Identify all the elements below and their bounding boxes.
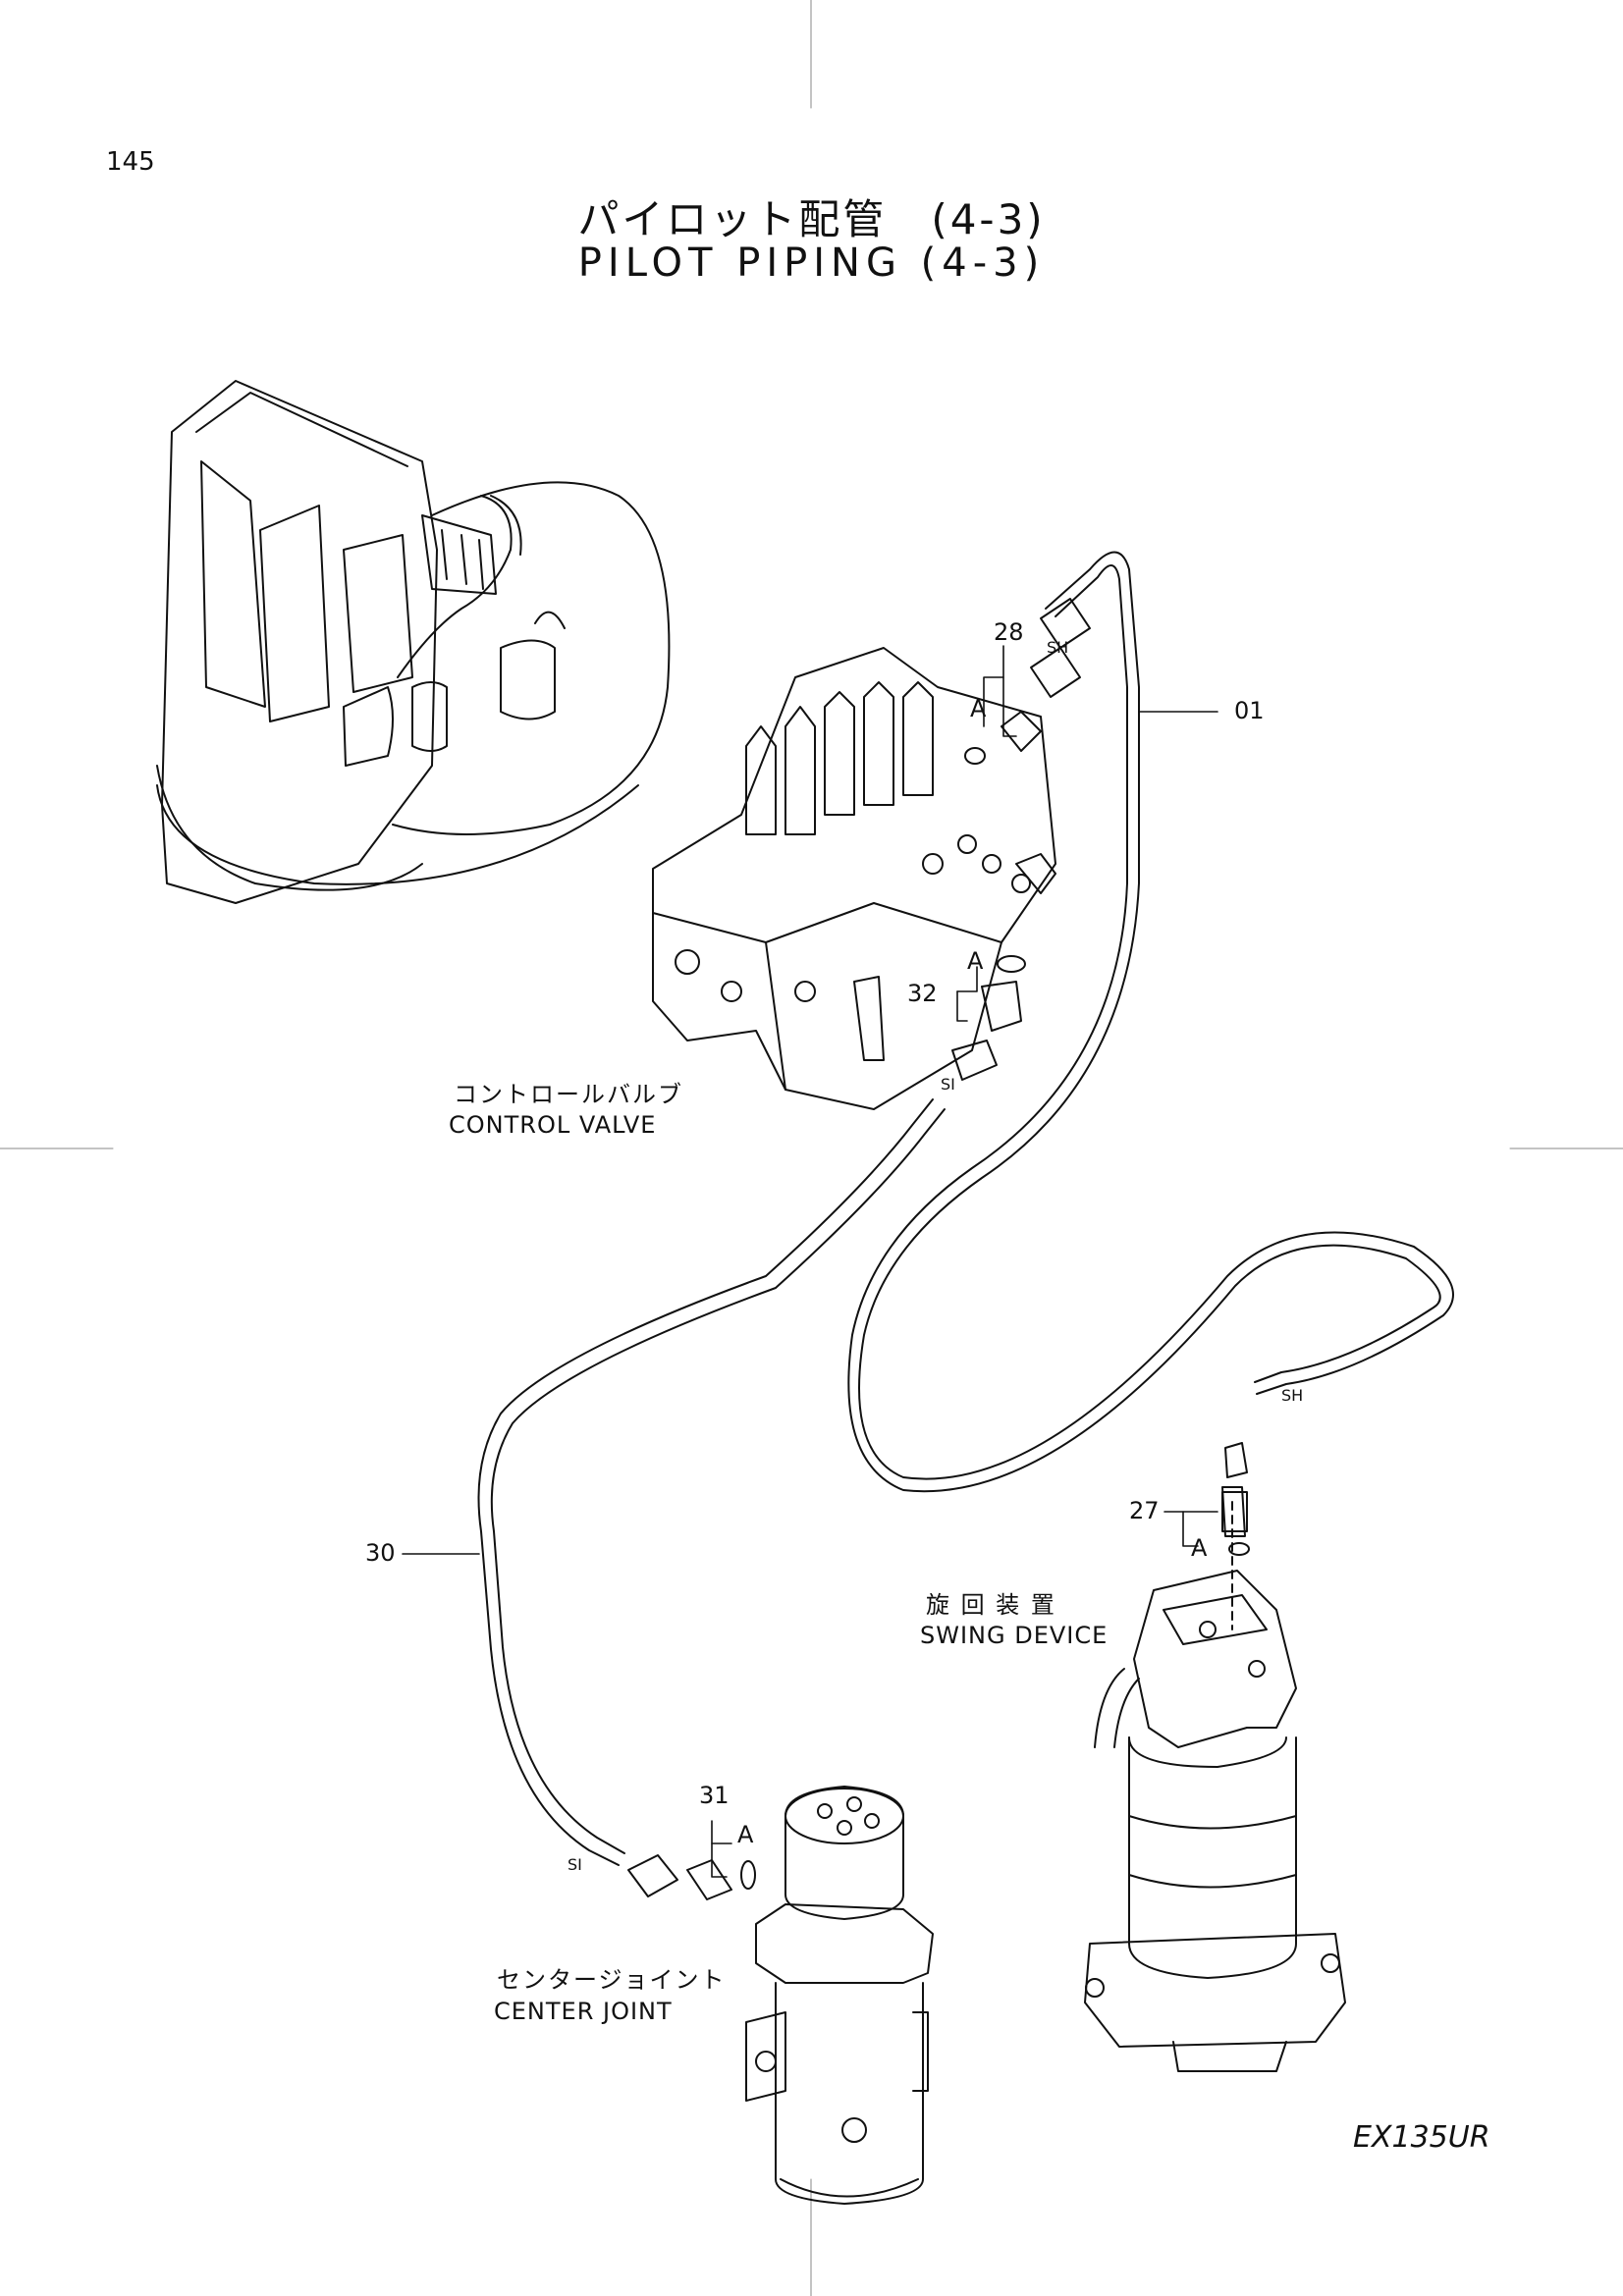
fitting-27-drawing — [1221, 1486, 1246, 1537]
callout-01: 01 — [1234, 697, 1265, 724]
marker-a-fitting-31: A — [737, 1821, 754, 1848]
fitting-28-drawing — [964, 598, 1091, 765]
marker-a-fitting-32: A — [967, 947, 984, 975]
center-joint-label-jp: センタージョイント — [497, 1966, 727, 1994]
excavator-overview — [156, 380, 671, 904]
callout-leaders — [402, 645, 1218, 1878]
marker-a-fitting-27: A — [1191, 1534, 1208, 1562]
hose-30 — [477, 1098, 946, 1866]
callout-27: 27 — [1129, 1497, 1160, 1524]
sleeve-sh-top: SH — [1047, 638, 1069, 657]
marker-a-fitting-28: A — [970, 695, 987, 722]
sleeve-sh-swing: SH — [1281, 1386, 1304, 1405]
center-joint-label-en: CENTER JOINT — [494, 1998, 673, 2025]
fitting-32-drawing — [951, 955, 1026, 1081]
sleeve-si-valve: SI — [941, 1075, 955, 1094]
page-number: 145 — [106, 147, 155, 177]
control-valve-label-jp: コントロールバルブ — [454, 1081, 683, 1108]
callout-31: 31 — [699, 1782, 730, 1809]
sleeve-si-joint: SI — [568, 1855, 582, 1874]
swing-device-drawing — [1084, 1442, 1346, 2072]
callout-30: 30 — [365, 1539, 396, 1567]
callout-28: 28 — [994, 618, 1024, 646]
swing-device-label-jp: 旋 回 装 置 — [926, 1591, 1056, 1619]
control-valve-label-en: CONTROL VALVE — [449, 1111, 657, 1139]
page-title-jp: パイロット配管 (4-3) — [577, 195, 1046, 243]
callout-32: 32 — [907, 980, 938, 1007]
center-joint-drawing — [745, 1786, 934, 2205]
swing-device-label-en: SWING DEVICE — [920, 1622, 1109, 1649]
model-number: EX135UR — [1353, 2120, 1490, 2155]
hose-01 — [847, 551, 1454, 1493]
page-title-en: PILOT PIPING (4-3) — [577, 240, 1046, 286]
fitting-31-drawing — [627, 1854, 756, 1900]
control-valve-drawing — [652, 647, 1056, 1110]
